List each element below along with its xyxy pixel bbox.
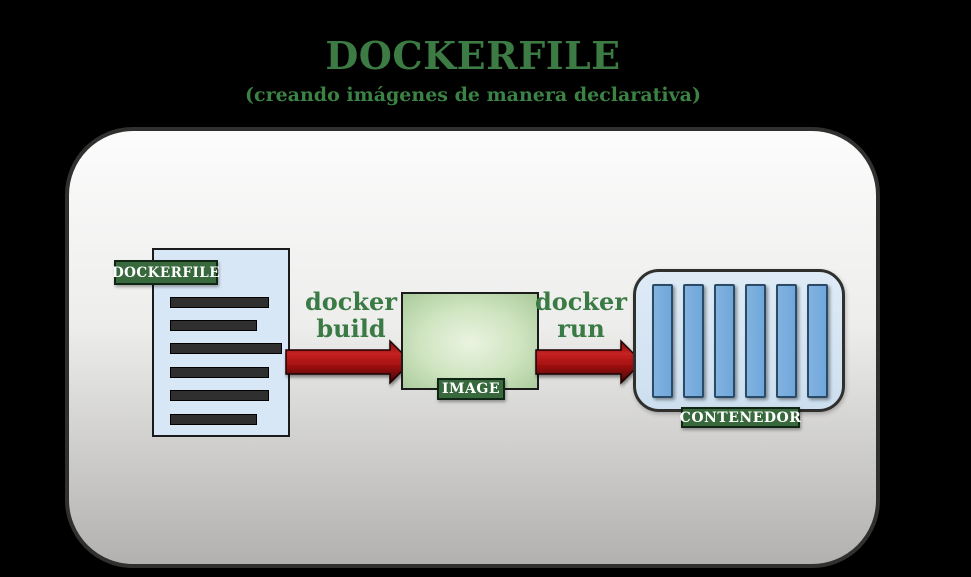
container-process-bar <box>806 284 828 398</box>
docker-build-label-line2: build <box>316 314 386 343</box>
dockerfile-document <box>152 248 290 437</box>
container-process-bar <box>652 284 673 398</box>
container-process-bar <box>775 284 797 398</box>
contenedor-label-badge: CONTENEDOR <box>680 407 801 428</box>
page-title: DOCKERFILE <box>325 33 621 78</box>
container-process-bar <box>744 284 766 398</box>
docker-build-label: docker build <box>296 288 406 342</box>
dockerfile-code-line <box>170 343 282 355</box>
page-subtitle: (creando imágenes de manera declarativa) <box>245 84 701 106</box>
image-label-badge: IMAGE <box>437 378 505 400</box>
dockerfile-code-line <box>170 390 269 402</box>
dockerfile-label-badge: DOCKERFILE <box>112 260 220 285</box>
container-box <box>633 269 845 412</box>
docker-run-label: docker run <box>526 288 636 342</box>
docker-run-label-line2: run <box>557 314 605 343</box>
container-process-bar <box>713 284 735 398</box>
container-process-bar <box>682 284 704 398</box>
diagram-panel: DOCKERFILE docker build IMAGE <box>65 127 880 568</box>
build-arrow-icon <box>285 339 413 385</box>
dockerfile-code-line <box>170 319 257 331</box>
run-arrow-icon <box>535 339 644 385</box>
image-box <box>401 292 539 390</box>
dockerfile-code-line <box>170 366 269 378</box>
docker-build-label-line1: docker <box>305 287 397 316</box>
dockerfile-code-line <box>170 296 269 308</box>
dockerfile-code-line <box>170 413 257 425</box>
docker-run-label-line1: docker <box>535 287 627 316</box>
